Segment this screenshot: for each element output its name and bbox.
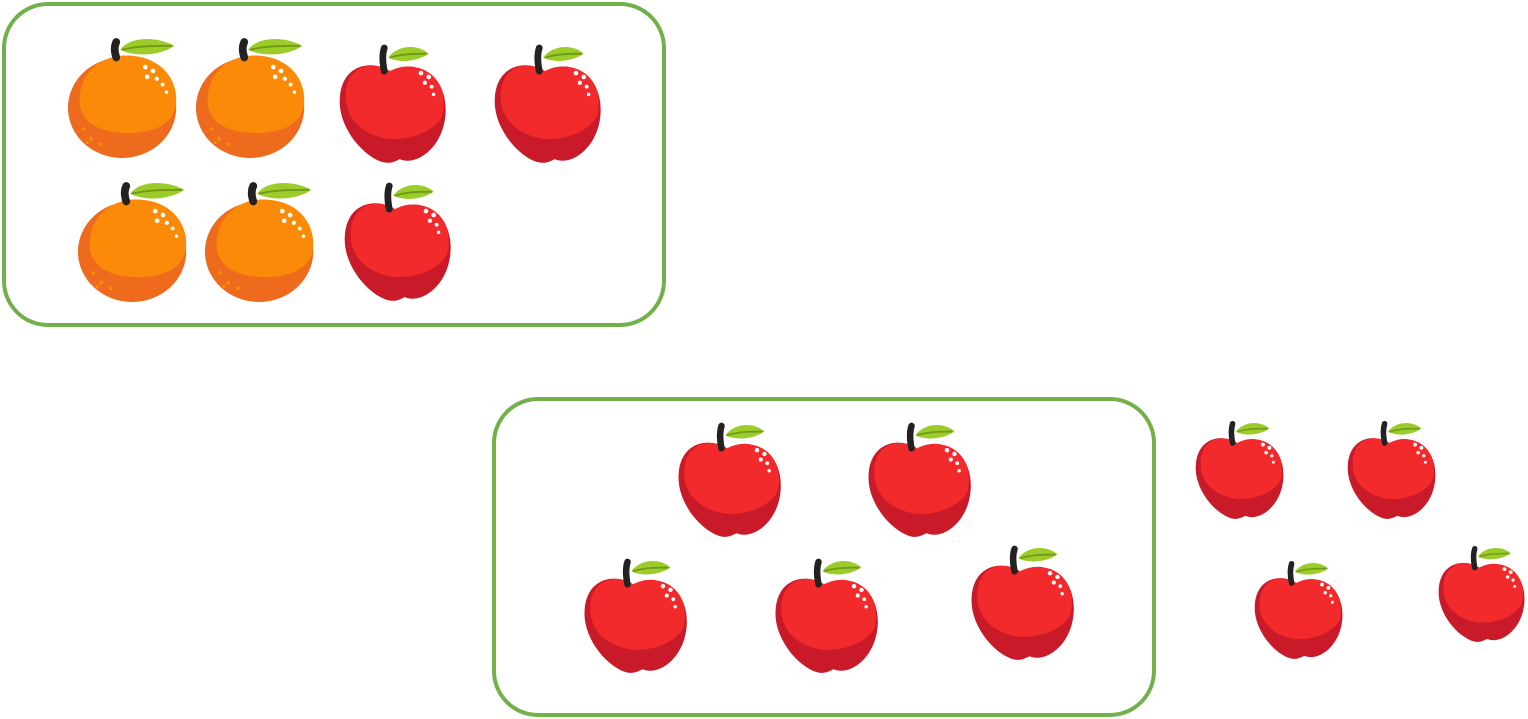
- orange-icon: [194, 36, 310, 162]
- apple-icon: [966, 543, 1078, 665]
- apple-icon: [334, 42, 450, 168]
- apple-icon: [579, 556, 691, 678]
- orange-icon: [76, 180, 192, 306]
- orange-icon: [66, 36, 182, 162]
- orange-icon: [203, 180, 319, 306]
- apple-icon: [1191, 419, 1287, 523]
- apple-icon: [1343, 419, 1439, 523]
- apple-icon: [1434, 543, 1528, 647]
- apple-icon: [770, 556, 882, 678]
- apple-icon: [673, 420, 785, 542]
- apple-icon: [489, 42, 605, 168]
- apple-icon: [1250, 559, 1346, 663]
- apple-icon: [339, 180, 455, 306]
- apple-icon: [863, 420, 975, 542]
